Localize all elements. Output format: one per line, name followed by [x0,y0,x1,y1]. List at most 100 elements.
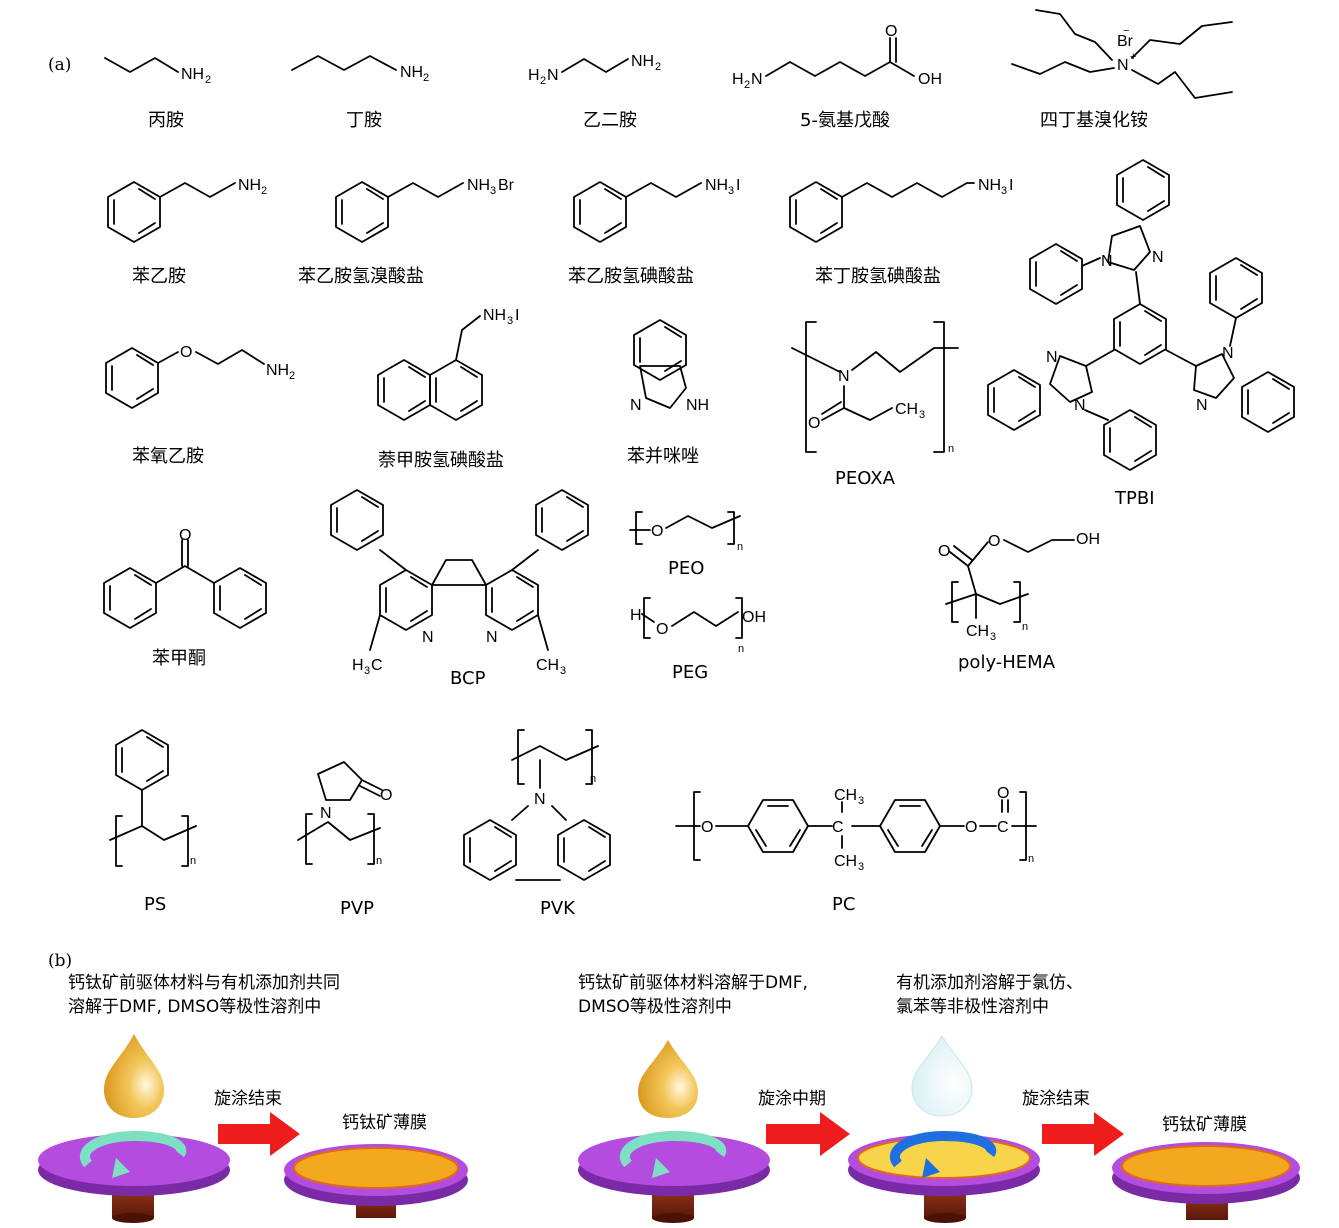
right-caption-line1: 有机添加剂溶解于氯仿、 [896,973,1083,993]
label-tpbi: TPBI [1114,488,1155,509]
atom-o: O [656,621,668,638]
atom-n-index: n [590,773,596,785]
atom-c: C [997,819,1009,836]
atom-i: I [1009,177,1013,194]
atom-sub: 3 [990,631,996,643]
substrate-disk [578,1134,770,1186]
molecule-tbab: N + Br − 四丁基溴化铵 [1011,9,1233,131]
atom-sub: 3 [919,409,925,421]
perovskite-film [293,1147,459,1189]
atom-n: N [1152,249,1164,266]
atom-oh: OH [1076,531,1100,548]
atom-nh: NH [705,177,728,194]
atom-sub: 2 [261,185,267,197]
atom-o: O [180,344,192,361]
label-butylamine: 丁胺 [346,110,382,131]
atom-o: O [988,533,1000,550]
arrow-2-label: 旋涂中期 [758,1089,826,1109]
atom-n: N [838,368,850,385]
arrow-3: 旋涂结束 [1022,1089,1124,1156]
molecule-benzophenone: O 苯甲酮 [103,527,267,669]
atom-n-index: n [1028,853,1034,865]
film-right: 钙钛矿薄膜 [1112,1115,1300,1220]
atom-o: O [701,819,713,836]
atom-n-index: n [737,541,743,553]
spinner-mid [578,1040,770,1223]
label-aminovaleric-acid: 5-氨基戊酸 [800,110,890,131]
atom-n: N [751,71,763,88]
atom-sub: 3 [364,665,370,677]
substrate-disk [38,1134,230,1186]
label-pbai: 苯丁胺氢碘酸盐 [815,266,941,287]
atom-sub: 2 [744,79,750,91]
atom-nh: NH [978,177,1001,194]
atom-n: N [1046,349,1058,366]
molecule-peoxa: N O CH 3 n PEOXA [791,321,959,489]
label-peabr: 苯乙胺氢溴酸盐 [298,266,424,287]
wet-film [857,1137,1031,1179]
label-benzimidazole: 苯并咪唑 [627,446,699,467]
arrow-3-label: 旋涂结束 [1022,1089,1090,1109]
swirl-arrow [620,1130,727,1168]
molecule-propylamine: NH 2 丙胺 [104,57,211,131]
atom-o: O [808,415,820,432]
label-benzophenone: 苯甲酮 [152,648,206,669]
molecule-benzimidazole: N NH 苯并咪唑 [627,319,709,467]
atom-nh: NH [181,66,204,83]
atom-h: H [352,657,364,674]
atom-sub: 3 [490,185,496,197]
spinner-antisolvent [848,1035,1040,1223]
atom-o: O [938,543,950,560]
right-caption-line2: 氯苯等非极性溶剂中 [896,997,1049,1017]
atom-sub: 3 [858,861,864,873]
arrow-2: 旋涂中期 [758,1089,850,1156]
label-nmai: 萘甲胺氢碘酸盐 [378,450,504,471]
atom-br: Br [498,177,515,194]
label-poly-hema: poly-HEMA [958,652,1056,673]
atom-n: N [320,805,332,822]
atom-sub: 3 [560,665,566,677]
atom-sub: 3 [728,185,734,197]
molecule-pvk: N n PVK [463,729,611,919]
label-peoxa: PEOXA [835,468,896,489]
atom-n-index: n [376,855,382,867]
label-tbab: 四丁基溴化铵 [1040,110,1148,131]
left-caption-line1: 钙钛矿前驱体材料与有机添加剂共同 [68,973,340,993]
molecule-ps: n PS [109,729,197,915]
atom-ch: CH [834,853,857,870]
atom-n: N [1101,253,1113,270]
molecule-peabr: NH 3 Br 苯乙胺氢溴酸盐 [298,177,515,287]
atom-n: N [547,67,559,84]
precursor-drop [104,1034,164,1118]
molecule-nmai: NH 3 I 萘甲胺氢碘酸盐 [377,307,519,471]
label-ps: PS [144,894,166,915]
atom-ch: CH [895,401,918,418]
molecule-pbai: NH 3 I 苯丁胺氢碘酸盐 [789,177,1013,287]
label-poea: 苯氧乙胺 [132,446,204,467]
atom-sub: 3 [858,795,864,807]
left-caption-line2: 溶解于DMF, DMSO等极性溶剂中 [68,997,321,1017]
atom-nh: NH [467,177,490,194]
atom-n: N [486,629,498,646]
swirl-arrow [80,1130,187,1168]
atom-o: O [965,819,977,836]
arrow-1-label: 旋涂结束 [214,1089,282,1109]
label-ethylenediamine: 乙二胺 [583,110,637,131]
molecule-pc: O C CH 3 CH 3 O C O n PC [675,785,1037,915]
molecule-butylamine: NH 2 丁胺 [291,55,429,131]
precursor-drop [638,1040,698,1118]
film-2-label: 钙钛矿薄膜 [1162,1115,1247,1135]
molecule-tpbi: N N N N N N TPBI [987,159,1295,509]
atom-sub: 2 [423,72,429,84]
atom-o: O [179,527,191,544]
molecule-pvp: O N n PVP [297,761,392,919]
atom-nh: NH [238,177,261,194]
atom-nh: NH [266,362,289,379]
atom-h: H [732,71,744,88]
atom-o: O [885,23,897,40]
swirl-arrow [890,1130,997,1168]
atom-sub: 3 [507,315,513,327]
atom-ch: CH [536,657,559,674]
atom-ch: CH [834,787,857,804]
label-peg: PEG [672,662,708,683]
